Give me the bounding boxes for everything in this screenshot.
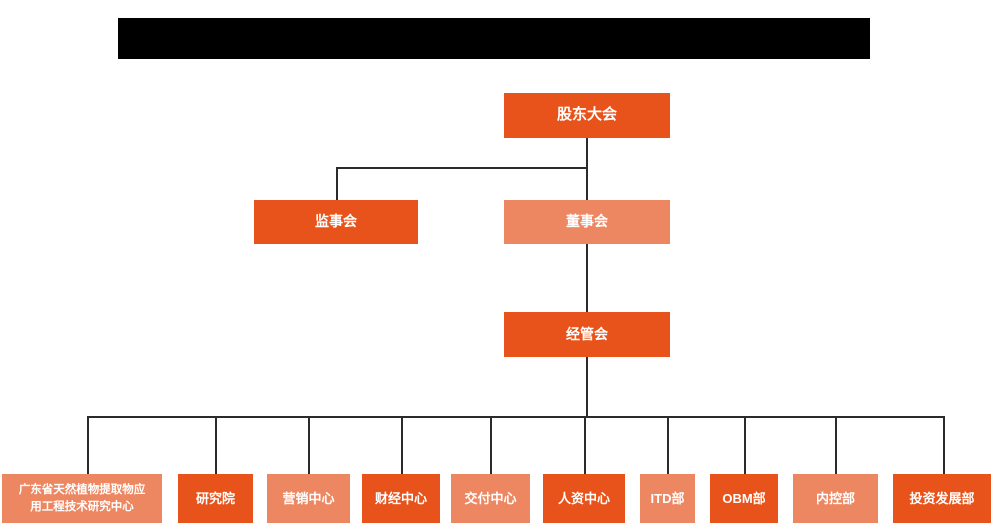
connector-drop-dept-9	[835, 416, 837, 474]
node-dept-human-resources-center[interactable]: 人资中心	[543, 474, 625, 523]
node-label: 投资发展部	[909, 490, 975, 506]
node-label: 经管会	[566, 325, 608, 342]
connector-drop-supervisors	[336, 167, 338, 200]
connector-drop-dept-3	[308, 416, 310, 474]
node-dept-finance-center[interactable]: 财经中心	[362, 474, 440, 523]
node-board-of-supervisors[interactable]: 监事会	[254, 200, 418, 244]
node-dept-research-institute[interactable]: 研究院	[178, 474, 253, 523]
node-label: 交付中心	[464, 490, 517, 506]
node-label: 营销中心	[282, 490, 335, 506]
node-label: 研究院	[195, 490, 235, 506]
node-label: 广东省天然植物提取物应 用工程技术研究中心	[18, 483, 146, 513]
connector-directors-to-management	[586, 244, 588, 312]
connector-management-to-bus	[586, 357, 588, 418]
node-label: 董事会	[566, 213, 608, 230]
connector-department-bus	[87, 416, 945, 418]
node-dept-marketing-center[interactable]: 营销中心	[267, 474, 350, 523]
node-dept-guangdong-research-center[interactable]: 广东省天然植物提取物应 用工程技术研究中心	[2, 474, 162, 523]
node-dept-obm[interactable]: OBM部	[710, 474, 778, 523]
node-dept-delivery-center[interactable]: 交付中心	[451, 474, 530, 523]
connector-drop-dept-1	[87, 416, 89, 474]
redacted-title-banner	[118, 18, 870, 59]
connector-drop-dept-8	[744, 416, 746, 474]
connector-drop-dept-6	[584, 416, 586, 474]
node-label: 股东大会	[556, 106, 617, 124]
node-dept-internal-control[interactable]: 内控部	[793, 474, 878, 523]
node-management-committee[interactable]: 经管会	[504, 312, 670, 357]
connector-drop-dept-4	[401, 416, 403, 474]
node-label: 监事会	[315, 213, 357, 230]
node-label: 内控部	[815, 490, 855, 506]
node-label: 财经中心	[374, 490, 427, 506]
connector-drop-dept-7	[667, 416, 669, 474]
node-shareholders-meeting[interactable]: 股东大会	[504, 93, 670, 138]
node-label: 人资中心	[557, 490, 610, 506]
connector-drop-dept-10	[943, 416, 945, 474]
node-dept-itd[interactable]: ITD部	[640, 474, 695, 523]
connector-shareholders-to-directors	[586, 138, 588, 200]
node-label: OBM部	[722, 490, 766, 506]
node-board-of-directors[interactable]: 董事会	[504, 200, 670, 244]
connector-drop-dept-5	[490, 416, 492, 474]
connector-elbow-horizontal-supervisors	[336, 167, 587, 169]
node-dept-investment-development[interactable]: 投资发展部	[893, 474, 991, 523]
node-label: ITD部	[650, 490, 685, 506]
connector-drop-dept-2	[215, 416, 217, 474]
